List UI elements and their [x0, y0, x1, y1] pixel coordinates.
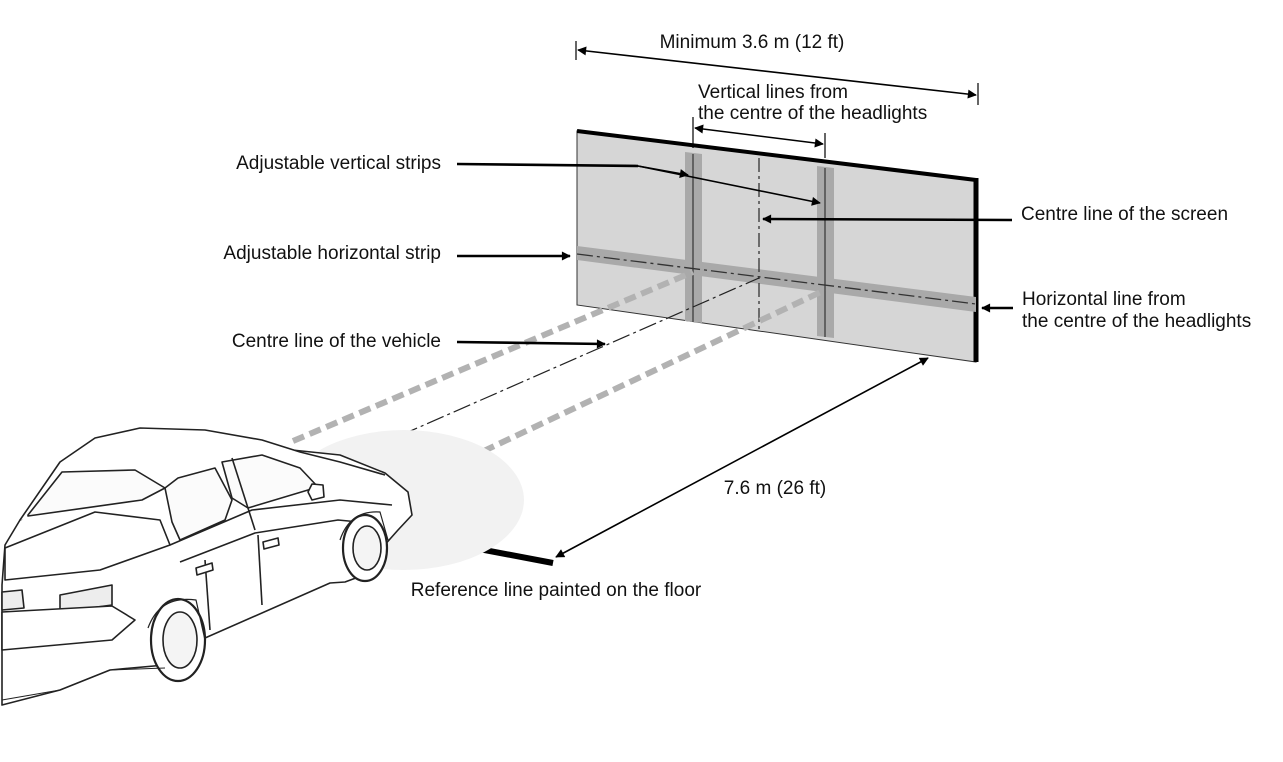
adjustable-vertical-strips-label: Adjustable vertical strips — [236, 153, 441, 174]
leader-screen-centre — [762, 214, 1013, 224]
minimum-width-dimension — [575, 41, 979, 105]
vertical-lines-label-line1: Vertical lines from — [698, 82, 848, 103]
horizontal-line-label-line1: Horizontal line from — [1022, 289, 1186, 310]
distance-dimension-arrow — [555, 357, 929, 558]
adjustable-horizontal-strip-label: Adjustable horizontal strip — [223, 243, 441, 264]
car-illustration — [1, 427, 524, 706]
headlight-spacing-dimension — [692, 117, 826, 158]
vertical-lines-label-line2: the centre of the headlights — [698, 103, 927, 124]
minimum-width-label: Minimum 3.6 m (12 ft) — [660, 32, 845, 53]
leader-vehicle-centre — [456, 339, 606, 349]
left-beam-dashed — [291, 269, 695, 444]
reference-line-label: Reference line painted on the floor — [411, 580, 702, 601]
aiming-screen — [576, 129, 979, 363]
vehicle-centre-line — [373, 277, 760, 448]
centre-line-vehicle-label: Centre line of the vehicle — [232, 331, 441, 352]
centre-line-screen-label: Centre line of the screen — [1021, 204, 1228, 225]
horizontal-headlight-line — [576, 253, 977, 305]
leader-vertical-strips — [637, 165, 821, 206]
leader-vertical-strips — [456, 162, 639, 168]
distance-label: 7.6 m (26 ft) — [724, 478, 826, 499]
horizontal-line-label-line2: the centre of the headlights — [1022, 311, 1251, 332]
